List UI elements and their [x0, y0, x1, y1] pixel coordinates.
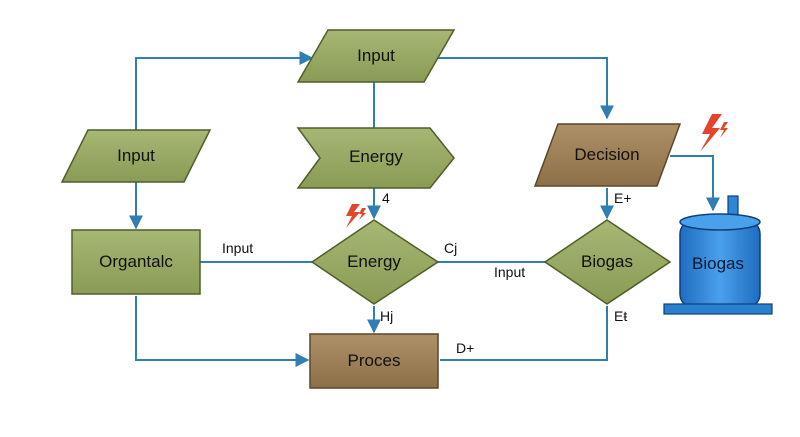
biogas-tank-label: Biogas — [692, 254, 744, 273]
energy-top-shape[interactable] — [296, 127, 455, 189]
lightning-icon — [700, 114, 722, 152]
lightning-icon — [720, 122, 728, 138]
edge-label-input-right: Input — [494, 264, 526, 280]
input-top-parallelogram[interactable] — [296, 29, 456, 83]
edge-organtalc-to-proces — [135, 296, 310, 367]
input-left-label: Input — [117, 146, 155, 165]
energy-top-label: Energy — [349, 147, 403, 166]
input-left-parallelogram[interactable] — [60, 129, 212, 183]
lightning-icon — [346, 204, 360, 228]
energy-diamond-label: Energy — [347, 252, 401, 271]
biogas-diamond[interactable] — [543, 219, 672, 305]
edge-label-e-plus: E+ — [614, 190, 632, 206]
edge-left-input-to-top-input — [135, 51, 314, 130]
edge-biogas-to-proces — [440, 306, 608, 361]
lightning-icon — [359, 208, 366, 220]
organtalc-label: Organtalc — [99, 252, 173, 271]
decision-parallelogram[interactable] — [533, 123, 682, 187]
edge-label-et: Eŧ — [614, 308, 628, 324]
organtalc-box[interactable] — [71, 229, 201, 295]
edge-label-d-plus: D+ — [456, 340, 475, 356]
edge-label-hj: Hj — [380, 308, 394, 324]
edge-label-cj: Cj — [444, 240, 458, 256]
tank-icon[interactable] — [663, 195, 773, 315]
input-top-label: Input — [357, 46, 395, 65]
decision-label: Decision — [574, 145, 640, 164]
energy-diamond[interactable] — [310, 219, 440, 305]
edge-decision-to-tank — [670, 155, 720, 212]
edge-label-input-left: Input — [222, 240, 254, 256]
proces-label: Proces — [347, 351, 401, 370]
edge-top-input-to-decision — [438, 57, 614, 120]
biogas-diamond-label: Biogas — [581, 252, 633, 271]
proces-box[interactable] — [309, 333, 439, 389]
edge-label-4: 4 — [382, 190, 390, 206]
